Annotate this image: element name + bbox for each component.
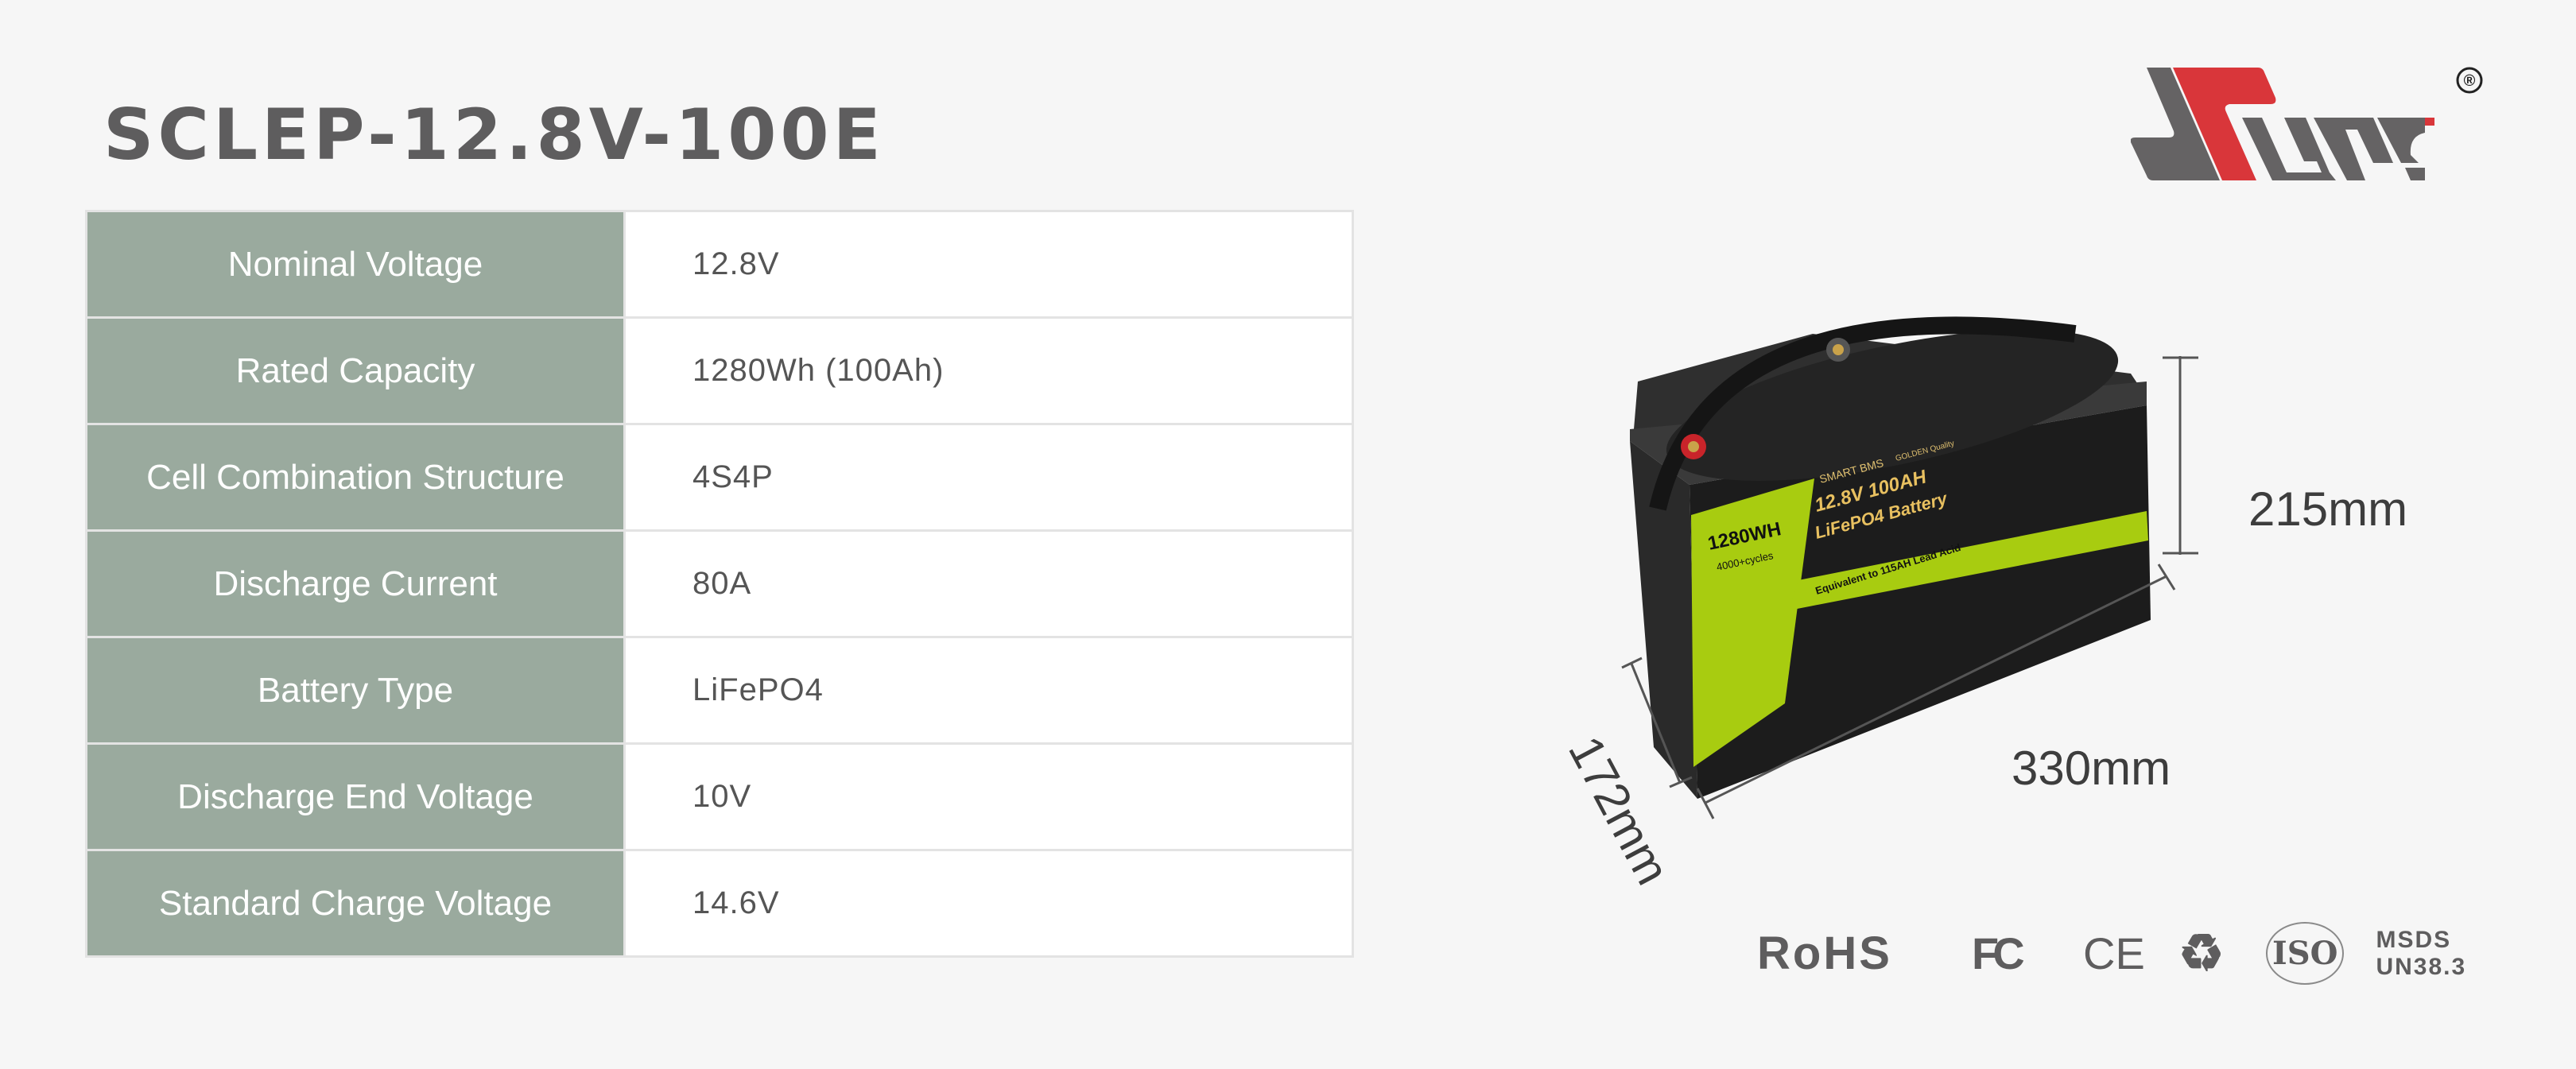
un-text: UN38.3 <box>2376 953 2467 980</box>
iso-icon: ISO <box>2266 922 2345 985</box>
page-title: SCLEP-12.8V-100E <box>103 94 885 176</box>
battery-image: SMART BMS GOLDEN Quality 12.8V 100AH LiF… <box>1621 316 2198 819</box>
spec-value: 12.8V <box>623 210 1354 319</box>
fcc-icon: FC <box>1972 928 2025 978</box>
spec-value: 1280Wh (100Ah) <box>623 316 1354 425</box>
rohs-icon: RoHS <box>1757 928 1892 979</box>
spec-label: Rated Capacity <box>85 316 626 425</box>
spec-value: 80A <box>623 529 1354 638</box>
certifications: RoHS FC CE ♻ ISO MSDS UN38.3 <box>1757 922 2466 985</box>
length-dimension: 330mm <box>2012 742 2171 795</box>
spec-label: Nominal Voltage <box>85 210 626 319</box>
spec-value: LiFePO4 <box>623 636 1354 745</box>
registered-text: ® <box>2464 72 2476 90</box>
msds-un-badge: MSDS UN38.3 <box>2376 927 2466 981</box>
ce-icon: CE <box>2083 928 2145 978</box>
spec-value: 10V <box>623 742 1354 851</box>
brand-logo: ® <box>2131 67 2483 180</box>
spec-label: Standard Charge Voltage <box>85 849 626 958</box>
height-dimension: 215mm <box>2248 482 2408 536</box>
spec-value: 4S4P <box>623 423 1354 532</box>
spec-value: 14.6V <box>623 849 1354 958</box>
dimension-lines <box>1621 356 2198 819</box>
recycle-icon: ♻ <box>2178 924 2225 982</box>
spec-label: Discharge Current <box>85 529 626 638</box>
registered-mark <box>2456 67 2483 94</box>
msds-text: MSDS <box>2376 926 2452 953</box>
spec-label: Discharge End Voltage <box>85 742 626 851</box>
spec-label: Cell Combination Structure <box>85 423 626 532</box>
spec-label: Battery Type <box>85 636 626 745</box>
